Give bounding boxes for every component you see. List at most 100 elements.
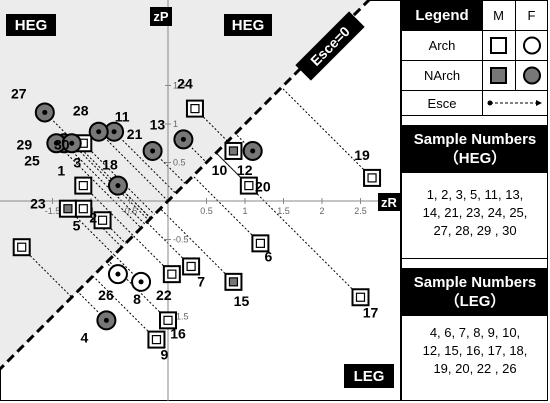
marker-dot-18 [115,183,121,189]
esce-leader-28 [98,131,169,202]
marker-inner-22 [167,269,177,279]
point-label-17: 17 [363,304,379,320]
point-label-26: 26 [98,287,114,303]
marker-dot-21 [150,148,156,154]
marker-inner-15 [228,277,239,287]
legend-divider-h4 [402,115,548,116]
scatter-plot-area: -1.5-1-0.50.511.522.51.510.5-0.5-1-1.5 1… [0,0,400,401]
square-filled-icon [490,67,507,84]
y-tick-label-1: 1 [173,119,178,129]
marker-dot-26 [115,271,121,277]
point-label-6: 6 [265,248,273,264]
esce-leader-11 [113,131,177,194]
heg-samples-title: Sample Numbers [413,131,537,148]
y-tick-label-3: -0.5 [173,235,189,245]
leg-samples-line-2: 12, 15, 16, 17, 18, [422,343,528,358]
marker-inner-17 [355,292,366,302]
point-label-10: 10 [212,162,228,178]
heg-samples-line-3: 27, 28, 29 , 30 [433,223,517,238]
esce-leader-3 [82,142,155,215]
marker-inner-24 [190,103,200,114]
legend-panel: Legend M F Arch NArch Esce Sample Number… [400,0,548,401]
point-label-22: 22 [156,287,172,303]
y-axis-label: zP [153,9,169,24]
x-axis-label: zR [381,195,398,210]
marker-dot-4 [103,317,109,323]
legend-divider-v2 [515,0,516,90]
marker-inner-1 [78,181,88,191]
esce-leader-9 [92,275,157,340]
square-open-icon [490,37,507,54]
point-label-29: 29 [17,136,33,152]
point-label-25: 25 [24,152,40,168]
marker-inner-10 [228,146,239,156]
legend-col-female: F [527,7,536,23]
leg-samples-line-1: 4, 6, 7, 8, 9, 10, [429,325,521,340]
marker-inner-14 [17,242,27,252]
esce-leader-4 [77,291,107,321]
point-label-28: 28 [73,103,89,119]
esce-leader-15 [159,208,234,283]
legend-row-esce: Esce [427,95,457,111]
legend-row-arch: Arch [428,38,456,53]
point-label-15: 15 [234,293,250,309]
marker-dot-12 [250,148,256,154]
marker-inner-7 [186,261,196,272]
heg-label-box-center [224,14,272,36]
point-label-1: 1 [57,163,65,179]
x-tick-label-3: 0.5 [200,206,213,216]
x-tick-label-5: 1.5 [277,206,290,216]
x-tick-label-7: 2.5 [354,206,367,216]
y-tick-label-0: 1.5 [173,81,186,91]
point-label-20: 20 [255,179,271,195]
marker-dot-30 [69,140,75,146]
legend-row-narch: NArch [423,68,461,83]
leg-samples-line-3: 19, 20, 22 , 26 [433,361,517,376]
marker-inner-20 [244,181,254,191]
x-tick-label-6: 2 [319,206,324,216]
leg-label: LEG [354,368,385,385]
leg-samples-subtitle: （LEG） [444,293,506,310]
point-label-18: 18 [102,157,118,173]
esce-zero-diagonal [0,0,372,372]
point-label-19: 19 [354,147,370,163]
legend-divider-v1 [482,0,483,90]
legend-divider-h3 [402,90,548,91]
circle-filled-icon [523,66,541,85]
legend-narch-markers [490,66,541,85]
legend-arch-markers [490,36,541,55]
marker-inner-6 [255,238,265,248]
heg-samples-line-2: 14, 21, 23, 24, 25, [422,205,528,220]
point-label-2: 2 [89,210,97,226]
scatter-svg: -1.5-1-0.50.511.522.51.510.5-0.5-1-1.5 1… [0,0,400,401]
marker-dot-28 [96,129,102,135]
point-label-5: 5 [73,217,81,233]
heg-label-box-left [6,14,56,36]
esce-leader-lines [21,87,373,340]
marker-dot-13 [180,136,186,142]
marker-inner-23 [63,204,73,214]
point-label-16: 16 [170,325,186,341]
point-label-12: 12 [237,162,253,178]
point-label-3: 3 [73,154,81,170]
legend-col-male: M [493,7,504,23]
marker-inner-2 [78,204,88,214]
heg-samples-header: Sample Numbers （HEG） [402,125,548,173]
y-tick-label-2: 0.5 [173,158,186,168]
x-tick-label-0: -1.5 [45,206,61,216]
x-axis-label-box [378,193,400,211]
point-label-30: 30 [54,136,70,152]
leg-samples-header: Sample Numbers （LEG） [402,268,548,316]
legend-divider-h1 [402,30,548,31]
marker-dot-29 [53,140,59,146]
marker-inner-9 [151,335,162,345]
point-label-27: 27 [11,85,27,101]
y-tick-label-5: -1.5 [173,312,189,322]
point-label-4: 4 [81,329,89,345]
esce-zero-tag-box [295,11,365,81]
marker-dot-8 [138,279,144,285]
esce-leader-25 [63,142,146,225]
marker-inner-16 [163,315,173,325]
point-label-7: 7 [197,273,205,289]
point-label-13: 13 [150,116,166,132]
